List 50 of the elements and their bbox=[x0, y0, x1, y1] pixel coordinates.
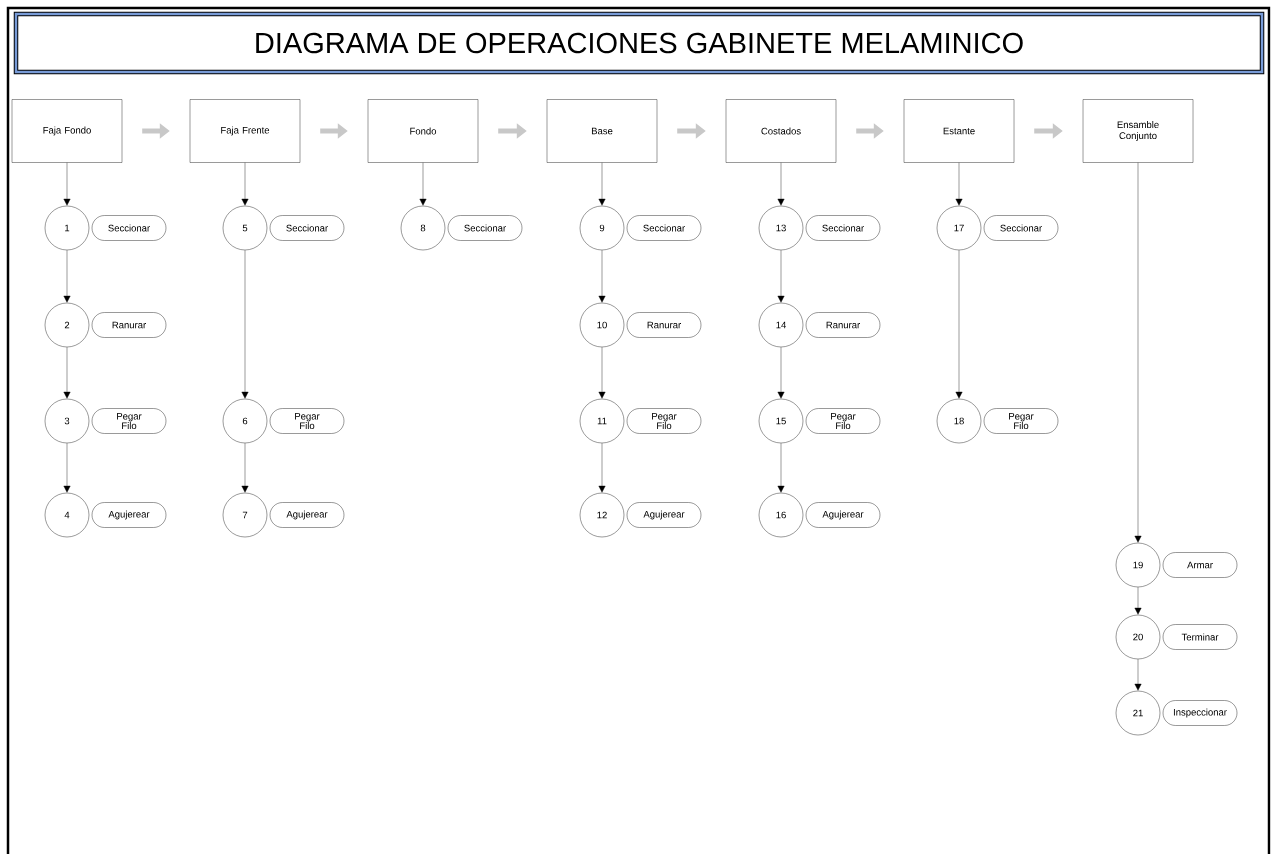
operation-label: Pegar Filo bbox=[983, 408, 1059, 434]
title-banner: DIAGRAMA DE OPERACIONES GABINETE MELAMINICO bbox=[13, 11, 1265, 75]
process-box: Costados bbox=[725, 99, 837, 163]
arrow bbox=[777, 443, 785, 493]
arrow bbox=[598, 250, 606, 303]
operation-label: Agujerear bbox=[269, 502, 345, 528]
process-box: Faja Fondo bbox=[11, 99, 123, 163]
arrow bbox=[598, 443, 606, 493]
arrow bbox=[598, 162, 606, 206]
operation-label: Inspeccionar bbox=[1162, 700, 1238, 726]
operation-label: Pegar Filo bbox=[269, 408, 345, 434]
arrow bbox=[1134, 659, 1142, 691]
process-box: Ensamble Conjunto bbox=[1082, 99, 1194, 163]
arrow bbox=[955, 250, 963, 399]
arrow bbox=[955, 162, 963, 206]
process-box: Estante bbox=[903, 99, 1015, 163]
arrow bbox=[777, 347, 785, 399]
arrow bbox=[241, 443, 249, 493]
operation-label: Pegar Filo bbox=[805, 408, 881, 434]
process-box: Base bbox=[546, 99, 658, 163]
arrow bbox=[777, 250, 785, 303]
operation-label: Ranurar bbox=[91, 312, 167, 338]
arrow bbox=[598, 347, 606, 399]
operation-label: Armar bbox=[1162, 552, 1238, 578]
operation-label: Agujerear bbox=[805, 502, 881, 528]
operation-label: Terminar bbox=[1162, 624, 1238, 650]
arrow bbox=[419, 162, 427, 206]
operation-label: Pegar Filo bbox=[626, 408, 702, 434]
operation-label: Agujerear bbox=[91, 502, 167, 528]
operation-label: Seccionar bbox=[91, 215, 167, 241]
process-box: Fondo bbox=[367, 99, 479, 163]
arrow bbox=[63, 443, 71, 493]
operation-label: Seccionar bbox=[626, 215, 702, 241]
process-box: Faja Frente bbox=[189, 99, 301, 163]
arrow bbox=[241, 250, 249, 399]
operation-label: Pegar Filo bbox=[91, 408, 167, 434]
operation-label: Seccionar bbox=[269, 215, 345, 241]
operation-label: Ranurar bbox=[626, 312, 702, 338]
operation-label: Seccionar bbox=[447, 215, 523, 241]
arrow bbox=[63, 347, 71, 399]
operation-label: Seccionar bbox=[805, 215, 881, 241]
operation-label: Ranurar bbox=[805, 312, 881, 338]
arrow bbox=[777, 162, 785, 206]
arrow bbox=[1134, 587, 1142, 615]
arrow bbox=[1134, 162, 1142, 543]
operation-label: Seccionar bbox=[983, 215, 1059, 241]
arrow bbox=[63, 250, 71, 303]
arrow bbox=[63, 162, 71, 206]
arrow bbox=[241, 162, 249, 206]
operation-label: Agujerear bbox=[626, 502, 702, 528]
